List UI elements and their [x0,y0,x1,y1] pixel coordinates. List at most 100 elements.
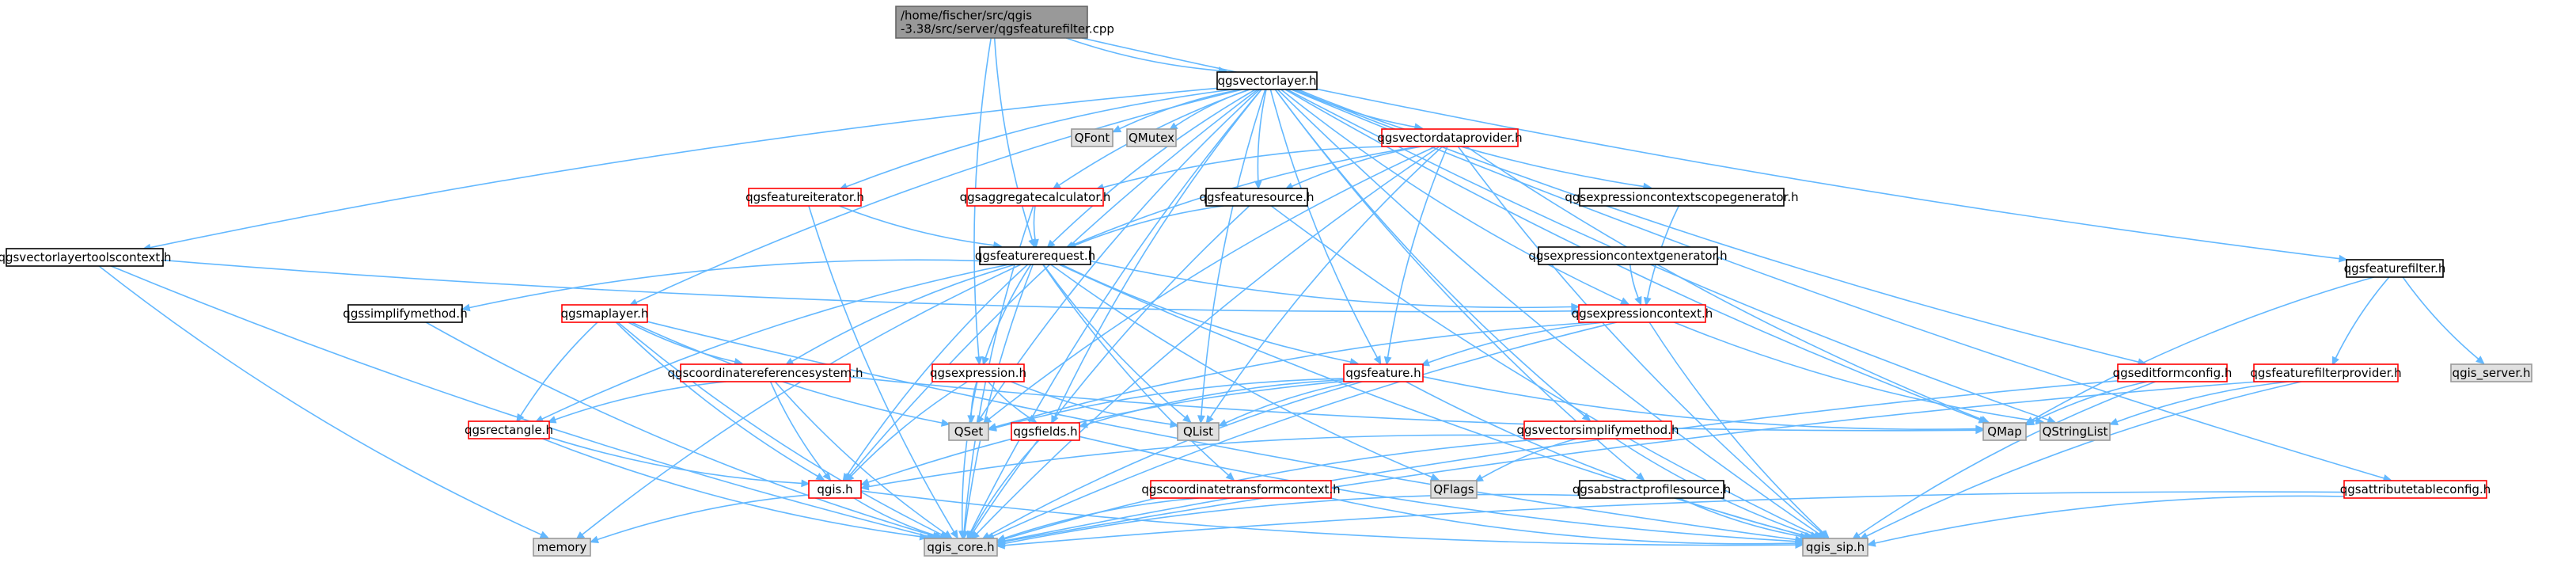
edge-qgsexpression-to-qgis-core [961,381,978,532]
arrowhead-qgseditformconfig-to-qmap [2025,417,2035,426]
arrowhead-qgsvectorlayertoolscontext-to-memory [539,531,549,538]
arrowhead-qgsvectorsimplifymethod-to-qflags [1474,474,1484,482]
node-label-qflags: QFlags [1433,482,1474,496]
node-qgsvectorlayertoolscontext[interactable]: qgsvectorlayertoolscontext.h [0,248,172,267]
node-qgis-sip[interactable]: qgis_sip.h [1802,538,1868,557]
node-qmap[interactable]: QMap [1982,422,2027,441]
edge-qgsvectordataprovider-to-qgsfeaturesource [1292,146,1422,188]
node-qgsfeaturefilter-h[interactable]: qgsfeaturefilter.h [2344,259,2446,278]
node-qgsattributetableconfig[interactable]: qgsattributetableconfig.h [2340,480,2491,499]
node-box-qgsexpression [931,363,1025,382]
node-qgis-core[interactable]: qgis_core.h [924,538,998,557]
node-label-qgseditformconfig: qgseditformconfig.h [2113,366,2233,380]
edge-qgsfeatureiterator-to-qgsfeaturerequest [839,205,995,246]
node-label-qgsfeaturesource: qgsfeaturesource.h [1199,190,1314,204]
edge-qgssimplifymethod-to-qgis-core [425,321,934,537]
node-qgsfields[interactable]: qgsfields.h [1011,422,1080,441]
edge-qgsabstractprofilesource-to-qgis-core [1003,493,1580,545]
arrowhead-qgsvectorlayer-to-qstringlist [2047,416,2057,424]
node-qgsabstractprofilesource[interactable]: qgsabstractprofilesource.h [1573,480,1731,499]
arrowhead-qgsattributetableconfig-to-qgis-sip [1866,539,1876,547]
arrowhead-qgsmaplayer-to-qset [940,419,950,427]
node-box-qgscoordinatereferencesystem [680,363,851,382]
node-qgssimplifymethod[interactable]: qgssimplifymethod.h [343,304,468,323]
arrowhead-qgsvectorlayer-to-qlist [1197,415,1205,424]
edge-qgsattributetableconfig-to-qgis-core [1003,491,2345,546]
arrowhead-root-to-qgsfeaturefilter-h [2338,254,2348,263]
edge-qgsexpression-to-qgis-h [850,381,968,477]
arrowhead-qgsexpressioncontextscopegenerator-to-qgsexpressioncontext [1643,296,1652,306]
node-qgsexpression[interactable]: qgsexpression.h [930,363,1026,382]
node-qgscoordinatetransformcontext[interactable]: qgscoordinatetransformcontext.h [1141,480,1341,499]
arrowhead-qgsvectorlayer-to-qgsabstractprofilesource [1635,472,1645,481]
node-qflags[interactable]: QFlags [1430,480,1478,499]
arrowhead-qgsfeatureiterator-to-qgis-core [950,529,958,539]
edge-qgsvectorsimplifymethod-to-qflags [1481,438,1577,479]
edge-qgsfeaturefilter-h-to-qmap [2032,276,2374,421]
edge-qgsvectordataprovider-to-qlist [1209,146,1444,418]
edge-qgsvectorlayer-to-qgsfeaturerequest [1052,89,1256,244]
node-qgsexpressioncontextscopegenerator[interactable]: qgsexpressioncontextscopegenerator.h [1565,188,1799,207]
node-qset[interactable]: QSet [948,422,989,441]
edge-qgsfeaturerequest-to-qgssimplifymethod [469,259,981,309]
arrowhead-qgsvectordataprovider-to-qlist [1205,414,1214,424]
node-qgsvectorlayer[interactable]: qgsvectorlayer.h [1216,71,1318,90]
edge-qgsvectorlayer-to-qgsfeatureiterator [846,89,1233,188]
node-qgsmaplayer[interactable]: qgsmaplayer.h [561,304,649,323]
node-qgsfeature[interactable]: qgsfeature.h [1343,363,1424,382]
edge-qgsexpressioncontext-to-qgsfeature [1428,321,1605,363]
edge-qgsmaplayer-to-qgis-h [615,321,818,477]
node-qgsvectordataprovider[interactable]: qgsvectordataprovider.h [1377,128,1523,147]
node-qgsfeaturerequest[interactable]: qgsfeaturerequest.h [975,246,1095,265]
node-qstringlist[interactable]: QStringList [2039,422,2111,441]
node-qlist[interactable]: QList [1177,422,1220,441]
edge-qgsfeaturerequest-to-qgis-h [846,264,1029,476]
node-qmutex[interactable]: QMutex [1126,128,1177,147]
arrowhead-qgsfeaturerequest-to-qgssimplifymethod [461,303,471,312]
node-label-qgsexpression: qgsexpression.h [930,366,1026,380]
edge-qgseditformconfig-to-qgis-core [1003,380,2119,542]
node-box-qgsfeaturesource [1205,188,1308,207]
node-box-qgsfeaturerequest [979,246,1091,265]
arrowhead-qgis-h-to-memory [589,535,599,543]
edge-qgsfeaturerequest-to-qgsexpressioncontext [1090,260,1573,309]
edge-qgsmaplayer-to-qgis-core [617,321,943,535]
node-label-qgsfields: qgsfields.h [1013,424,1077,439]
edge-qgsfeature-to-qmap [1422,375,1977,430]
node-label-qgsfeature: qgsfeature.h [1345,366,1421,380]
node-qgsfeaturefilterprovider[interactable]: qgsfeaturefilterprovider.h [2250,363,2402,382]
node-qgscoordinatereferencesystem[interactable]: qgscoordinatereferencesystem.h [668,363,863,382]
node-qgsfeaturesource[interactable]: qgsfeaturesource.h [1199,188,1315,207]
node-box-qgsvectorlayer [1216,71,1318,90]
node-box-qflags [1430,480,1478,499]
node-qgseditformconfig[interactable]: qgseditformconfig.h [2113,363,2233,382]
arrowhead-qgsvectorlayer-to-qgsvectorsimplifymethod [1581,413,1592,422]
edge-qgsfeaturefilterprovider-to-qgis-core [1003,381,2258,542]
node-label-qmutex: QMutex [1129,131,1174,145]
node-box-qset [948,422,989,441]
node-qgsfeatureiterator[interactable]: qgsfeatureiterator.h [745,188,864,207]
node-qfont[interactable]: QFont [1071,128,1113,147]
node-qgsvectorsimplifymethod[interactable]: qgsvectorsimplifymethod.h [1517,420,1679,439]
edge-qgis-h-to-memory [597,494,810,541]
node-memory[interactable]: memory [533,538,591,557]
edge-qgsvectordataprovider-to-qgis-core [976,146,1440,534]
node-root[interactable]: /home/fischer/src/qgis-3.38/src/server/q… [895,6,1114,39]
node-qgsaggregatecalculator[interactable]: qgsaggregatecalculator.h [960,188,1111,207]
node-box-qgsrectangle [468,420,550,439]
node-qgis-h[interactable]: qgis.h [808,480,862,499]
node-qgsexpressioncontext[interactable]: qgsexpressioncontext.h [1572,304,1713,323]
arrowhead-qgsfeaturerequest-to-qgscoordinatetransformcontext [1225,472,1235,481]
node-qgsexpressioncontextgenerator[interactable]: qgsexpressioncontextgenerator.h [1528,246,1728,265]
node-label-qgsfeaturefilter-h: qgsfeaturefilter.h [2344,261,2446,276]
edge-qgsfeaturefilterprovider-to-qstringlist [2116,381,2289,423]
node-qgis-server[interactable]: qgis_server.h [2450,363,2532,382]
node-qgsrectangle[interactable]: qgsrectangle.h [465,420,553,439]
node-label-qgsabstractprofilesource: qgsabstractprofilesource.h [1573,482,1731,496]
node-box-qgsmaplayer [561,304,648,323]
edge-qgsvectorlayertoolscontext-to-qgsexpressioncontext [162,259,1573,313]
node-label-qstringlist: QStringList [2043,424,2108,439]
node-box-qgis-sip [1802,538,1868,557]
node-label-qgsrectangle: qgsrectangle.h [465,423,553,437]
